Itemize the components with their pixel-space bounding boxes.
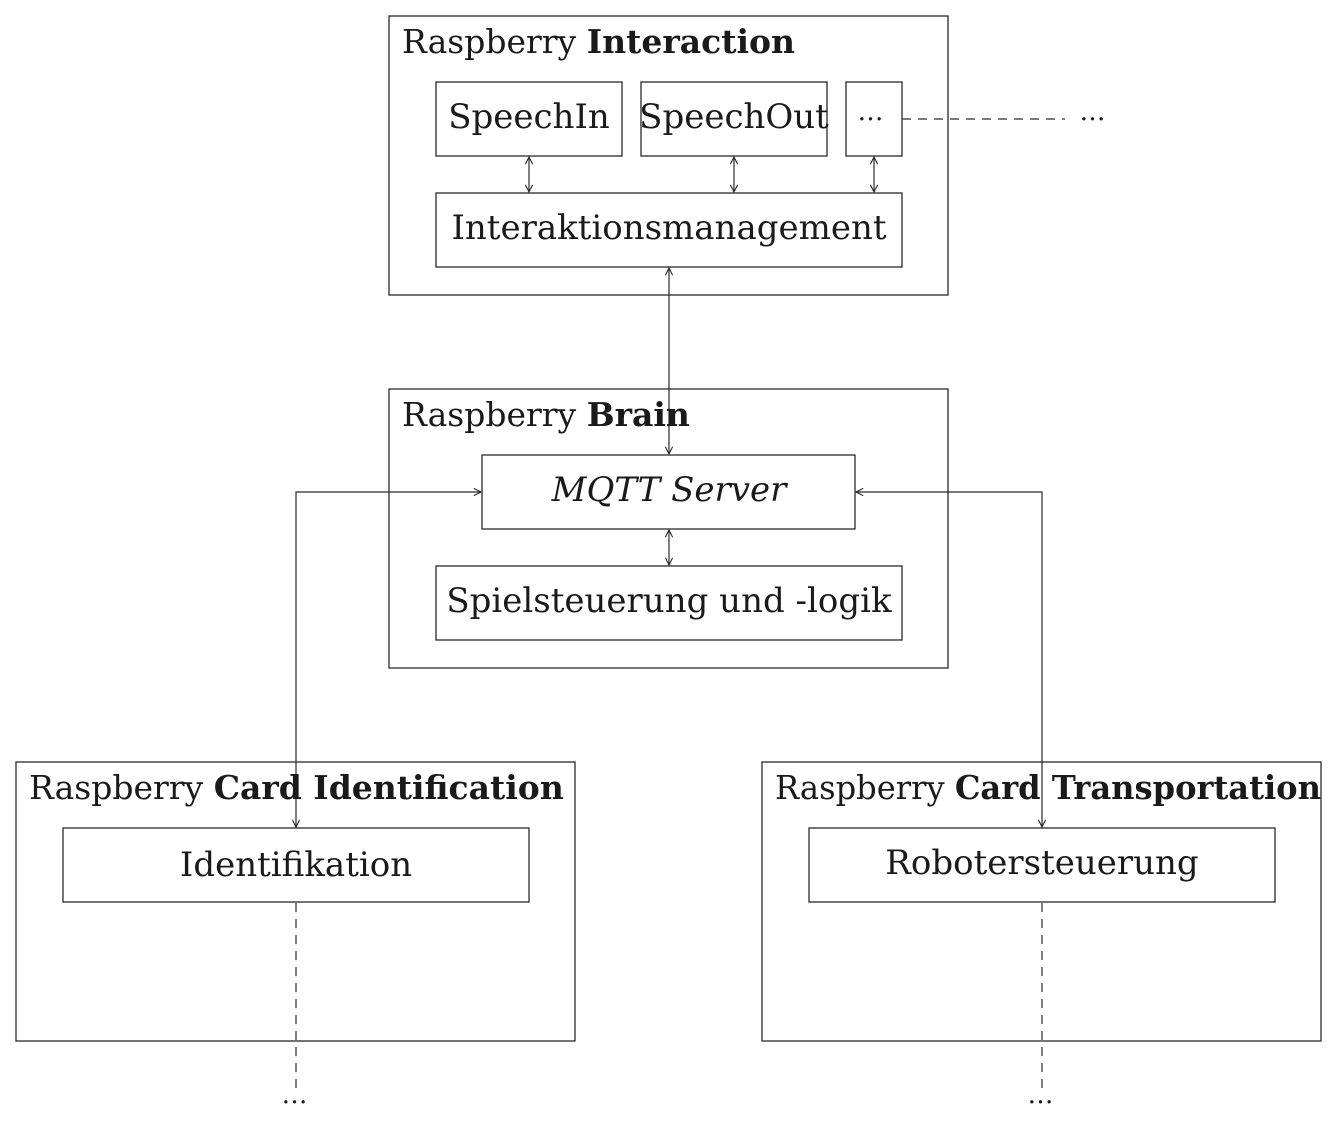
node-identifikation: Identifikation (62, 827, 530, 903)
node-identifikation-label: Identifikation (180, 845, 412, 885)
node-robotersteuerung-label: Robotersteuerung (885, 843, 1198, 883)
ellipsis-interaction-right: … (1080, 97, 1109, 127)
group-brain-title: Raspberry Brain (402, 395, 690, 434)
node-robotersteuerung: Robotersteuerung (808, 827, 1276, 903)
edge-mqtt-identifikation (296, 492, 481, 827)
node-speech-in: SpeechIn (435, 81, 623, 157)
node-spielsteuerung: Spielsteuerung und -logik (435, 565, 903, 641)
ellipsis-identification-bottom: … (282, 1080, 311, 1110)
group-transportation-title: Raspberry Card Transportation (775, 768, 1321, 807)
node-more-label: … (858, 97, 887, 127)
group-interaction-title: Raspberry Interaction (402, 22, 795, 61)
ellipsis-transportation-bottom: … (1028, 1080, 1057, 1110)
node-mqtt-server: MQTT Server (481, 454, 856, 530)
group-identification-title: Raspberry Card Identification (29, 768, 564, 807)
edge-mqtt-robotersteuerung (856, 492, 1042, 827)
node-speech-out: SpeechOut (639, 81, 829, 157)
node-more: … (845, 81, 903, 157)
node-interaktionsmanagement: Interaktionsmanagement (435, 192, 903, 268)
node-spielsteuerung-label: Spielsteuerung und -logik (446, 581, 892, 621)
group-interaction: Raspberry Interaction (388, 15, 949, 296)
node-speech-out-label: SpeechOut (639, 97, 829, 137)
node-mqtt-server-label: MQTT Server (551, 470, 788, 510)
node-interaktionsmanagement-label: Interaktionsmanagement (451, 208, 886, 248)
node-speech-in-label: SpeechIn (448, 97, 610, 137)
